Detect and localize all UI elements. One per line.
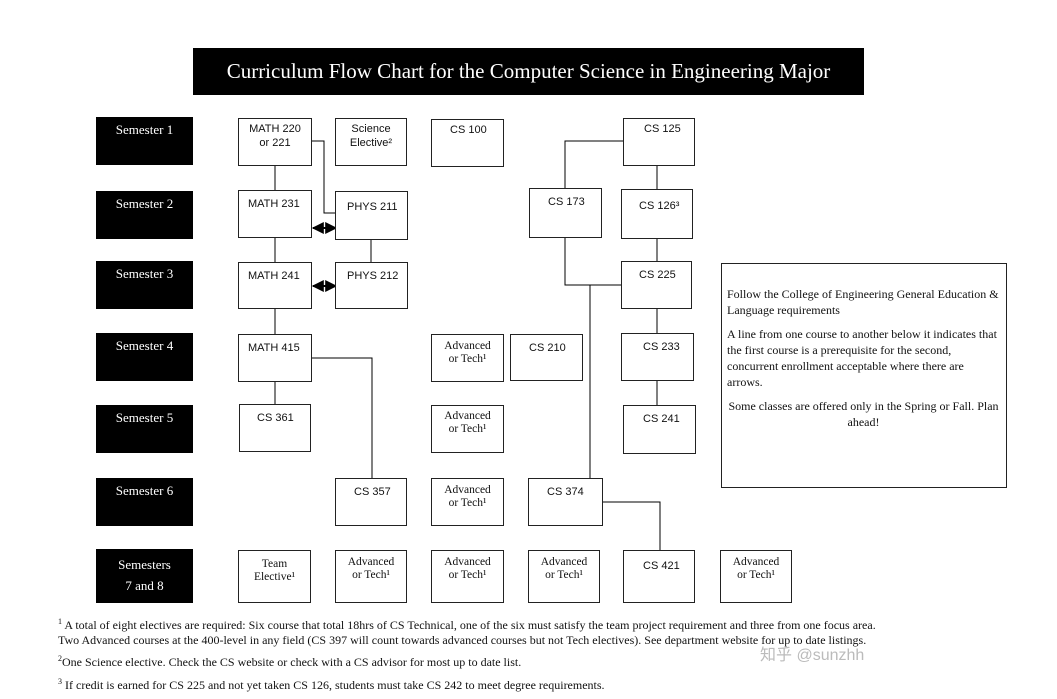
- course-cs357[interactable]: CS 357: [335, 478, 407, 526]
- course-advanced-or-tech-a[interactable]: Advanced or Tech¹: [335, 550, 407, 603]
- course-cs225[interactable]: CS 225: [621, 261, 692, 309]
- course-team-elective[interactable]: Team Elective¹: [238, 550, 311, 603]
- line-cs173-cs225: [564, 238, 621, 286]
- course-cs421[interactable]: CS 421: [623, 550, 695, 603]
- footnote-1: 1 A total of eight electives are require…: [58, 617, 876, 647]
- course-cs100[interactable]: CS 100: [431, 119, 504, 167]
- course-cs173[interactable]: CS 173: [529, 188, 602, 238]
- course-phys211[interactable]: PHYS 211: [335, 191, 408, 240]
- page-title: Curriculum Flow Chart for the Computer S…: [193, 48, 864, 95]
- line-cs125-cs173: [564, 140, 623, 188]
- course-advanced-or-tech-sem6[interactable]: Advanced or Tech¹: [431, 478, 504, 526]
- course-math220[interactable]: MATH 220 or 221: [238, 118, 312, 166]
- line-math415-cs357: [311, 357, 373, 478]
- semester-4-label: Semester 4: [96, 333, 193, 381]
- course-phys212[interactable]: PHYS 212: [335, 262, 408, 309]
- semester-5-label: Semester 5: [96, 405, 193, 453]
- semester-3-label: Semester 3: [96, 261, 193, 309]
- note-requirements: Follow the College of Engineering Genera…: [727, 287, 999, 317]
- line-cs374-cs421: [603, 501, 661, 550]
- course-advanced-or-tech-sem4[interactable]: Advanced or Tech¹: [431, 334, 504, 382]
- course-advanced-or-tech-sem5[interactable]: Advanced or Tech¹: [431, 405, 504, 453]
- course-cs241[interactable]: CS 241: [623, 405, 696, 454]
- course-cs210[interactable]: CS 210: [510, 334, 583, 381]
- note-plan-ahead: Some classes are offered only in the Spr…: [728, 399, 999, 429]
- course-math415[interactable]: MATH 415: [238, 334, 312, 382]
- watermark: 知乎 @sunzhh: [760, 647, 865, 664]
- semester-1-label: Semester 1: [96, 117, 193, 165]
- line-math220-phys211: [311, 140, 335, 214]
- course-advanced-or-tech-c[interactable]: Advanced or Tech¹: [528, 550, 600, 603]
- semester-2-label: Semester 2: [96, 191, 193, 239]
- course-cs126[interactable]: CS 126³: [621, 189, 693, 239]
- course-math231[interactable]: MATH 231: [238, 190, 312, 238]
- semester-6-label: Semester 6: [96, 478, 193, 526]
- course-cs233[interactable]: CS 233: [621, 333, 694, 381]
- course-advanced-or-tech-b[interactable]: Advanced or Tech¹: [431, 550, 504, 603]
- course-cs125[interactable]: CS 125: [623, 118, 695, 166]
- line-cs225-cs374: [589, 284, 621, 478]
- course-math241[interactable]: MATH 241: [238, 262, 312, 309]
- instructions-note: Follow the College of Engineering Genera…: [721, 263, 1007, 488]
- course-science-elective[interactable]: Science Elective²: [335, 118, 407, 166]
- course-cs374[interactable]: CS 374: [528, 478, 603, 526]
- footnote-2: 2One Science elective. Check the CS webs…: [58, 654, 522, 669]
- note-prerequisite-explanation: A line from one course to another below …: [727, 327, 997, 389]
- course-advanced-or-tech-d[interactable]: Advanced or Tech¹: [720, 550, 792, 603]
- course-cs361[interactable]: CS 361: [239, 404, 311, 452]
- footnote-3: 3 If credit is earned for CS 225 and not…: [58, 677, 605, 692]
